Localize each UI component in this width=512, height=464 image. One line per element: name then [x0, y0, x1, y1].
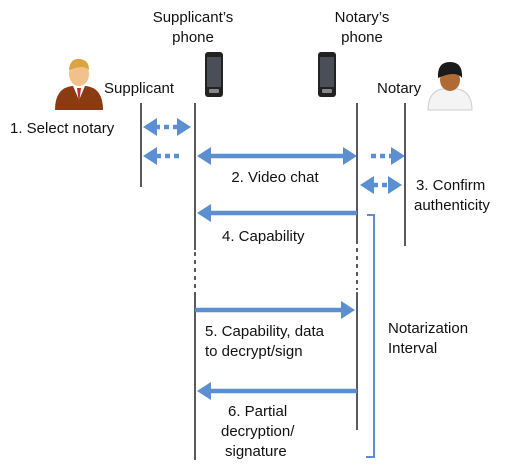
step-2-label: 2. Video chat	[231, 169, 319, 186]
step-6-label-line2: decryption/	[221, 423, 295, 440]
step-5-label-line2: to decrypt/sign	[205, 343, 303, 360]
supplicant-phone-icon	[205, 52, 223, 97]
arrow-partial-decryption	[197, 382, 357, 400]
step-3-label-line2: authenticity	[414, 197, 490, 214]
notarization-interval-bracket	[366, 214, 375, 458]
supplicant-phone-label-line1: Supplicant’s	[153, 9, 234, 26]
step-1-label: 1. Select notary	[10, 120, 115, 137]
interval-label-line2: Interval	[388, 340, 437, 357]
supplicant-label: Supplicant	[104, 80, 175, 97]
step-5-label-line1: 5. Capability, data	[205, 323, 325, 340]
step-4-label: 4. Capability	[222, 228, 305, 245]
supplicant-person-icon	[55, 58, 103, 110]
arrow-video-chat	[143, 147, 405, 165]
notary-phone-icon	[318, 52, 336, 97]
arrow-capability	[197, 204, 357, 222]
notary-label: Notary	[377, 80, 422, 97]
arrow-capability-data	[195, 301, 355, 319]
notary-phone-label-line2: phone	[341, 29, 383, 46]
arrow-confirm-authenticity	[360, 176, 402, 194]
supplicant-phone-label-line2: phone	[172, 29, 214, 46]
interval-label-line1: Notarization	[388, 320, 468, 337]
step-3-label-line1: 3. Confirm	[416, 177, 485, 194]
step-6-label-line3: signature	[225, 443, 287, 460]
notary-phone-label-line1: Notary’s	[335, 9, 390, 26]
notary-person-icon	[427, 62, 473, 111]
arrow-select-notary	[143, 118, 191, 136]
step-6-label-line1: 6. Partial	[228, 403, 287, 420]
